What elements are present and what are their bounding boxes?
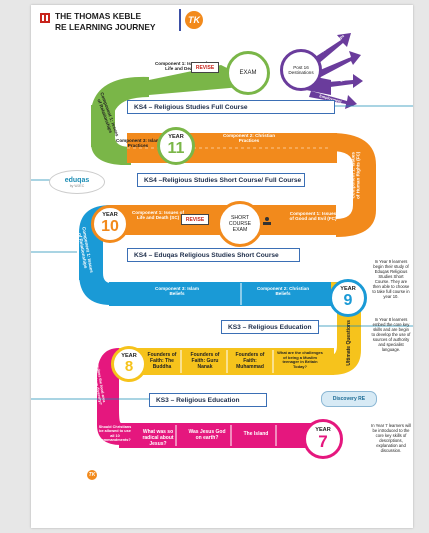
box-muslim-teen: What are the challenges of being a Musli…: [277, 350, 323, 369]
eduqas-text: eduqas: [64, 176, 90, 184]
document-page: THE THOMAS KEBLE RE LEARNING JOURNEY TK …: [31, 5, 413, 528]
page-title: THE THOMAS KEBLE RE LEARNING JOURNEY: [55, 11, 156, 32]
exam-label: EXAM: [239, 70, 257, 76]
comp2-christian-beliefs: Component 2: Christian Beliefs: [256, 286, 310, 297]
discovery-re-logo: Discovery RE: [321, 391, 377, 407]
ultimate-questions: Ultimate Questions: [346, 320, 353, 366]
note-year7: In Year 7 learners will be introduced to…: [371, 423, 411, 454]
post16-circle: Post 16 Destinations: [280, 49, 322, 91]
comp1-good-evil: Component 1: Issues of Good and Evil (FC…: [289, 211, 337, 222]
box-buddha: Founders of Faith: The Buddha: [147, 352, 177, 370]
post16-label: Post 16 Destinations: [288, 64, 314, 76]
box-god-on-earth: Was Jesus God on earth?: [188, 429, 226, 441]
banner-ks3-1: KS3 – Religious Education: [221, 320, 319, 334]
tk-logo: TK: [179, 9, 203, 31]
eduqas-sub: by WJEC: [69, 183, 85, 188]
box-radical-jesus: What was so radical about Jesus?: [142, 429, 174, 447]
footer-tk-logo: TK: [87, 470, 97, 480]
comp1-life-death-sc: Component 1: Issues of Life and Death (S…: [131, 210, 185, 221]
comp2-christian-practices: Component 2: Christian Practices: [222, 133, 276, 144]
year10-label: YEAR: [102, 212, 118, 219]
exam-desk-icon: [262, 213, 272, 225]
box-the-island: The Island: [243, 431, 269, 437]
comp3-islam-practices: Component 3: Islam Practices: [116, 138, 160, 149]
year9-number: 9: [343, 291, 353, 309]
year7-circle: YEAR 7: [303, 419, 343, 459]
title-line-1: THE THOMAS KEBLE: [55, 11, 142, 21]
year11-circle: YEAR 11: [157, 127, 195, 165]
banner-ks4-eduqas: KS4 – Eduqas Religious Studies Short Cou…: [127, 248, 300, 262]
note-year8: In Year 8 learners embed the core key sk…: [371, 317, 411, 353]
year8-number: 8: [124, 358, 134, 376]
crest-icon: [39, 11, 51, 23]
eduqas-logo: eduqas by WJEC: [49, 170, 105, 194]
short-course-exam-label: SHORT COURSE EXAM: [228, 214, 252, 234]
year11-label: YEAR: [168, 134, 184, 141]
comp1-life-death: Component 1: Issues of Life and Death: [154, 61, 208, 72]
year10-number: 10: [101, 217, 119, 235]
comp1-human-rights: Component 1: Issues of Human Rights (FC): [350, 151, 361, 199]
year9-circle: YEAR 9: [329, 279, 367, 317]
tk-logo-mark: TK: [185, 11, 203, 29]
box-muhammad: Founders of Faith: Muhammad: [235, 352, 265, 370]
banner-ks4-short-full: KS4 –Religious Studies Short Course/ Ful…: [137, 173, 305, 187]
ten-commandments: Should Christians be allowed to use all …: [98, 425, 132, 443]
year7-label: YEAR: [315, 426, 331, 433]
banner-ks4-full: KS4 – Religious Studies Full Course: [127, 100, 335, 114]
title-line-2: RE LEARNING JOURNEY: [55, 21, 156, 32]
year9-label: YEAR: [340, 286, 356, 293]
year8-label: YEAR: [121, 352, 137, 359]
short-course-exam-circle: SHORT COURSE EXAM: [217, 201, 263, 247]
year11-number: 11: [167, 139, 185, 157]
banner-ks3-2: KS3 – Religious Education: [149, 393, 267, 407]
note-year9: In Year 9 learners begin their study of …: [372, 259, 410, 300]
year8-circle: YEAR 8: [111, 346, 147, 382]
arrow-college: College: [331, 78, 345, 82]
revise-badge-2: REVISE: [181, 214, 209, 225]
year10-circle: YEAR 10: [91, 205, 129, 243]
exam-circle: EXAM: [226, 51, 270, 95]
revise-badge: REVISE: [191, 62, 219, 73]
box-guru-nanak: Founders of Faith: Guru Nanak: [190, 352, 220, 370]
comp3-islam-beliefs: Component 3: Islam Beliefs: [155, 286, 199, 297]
year7-number: 7: [318, 432, 328, 452]
